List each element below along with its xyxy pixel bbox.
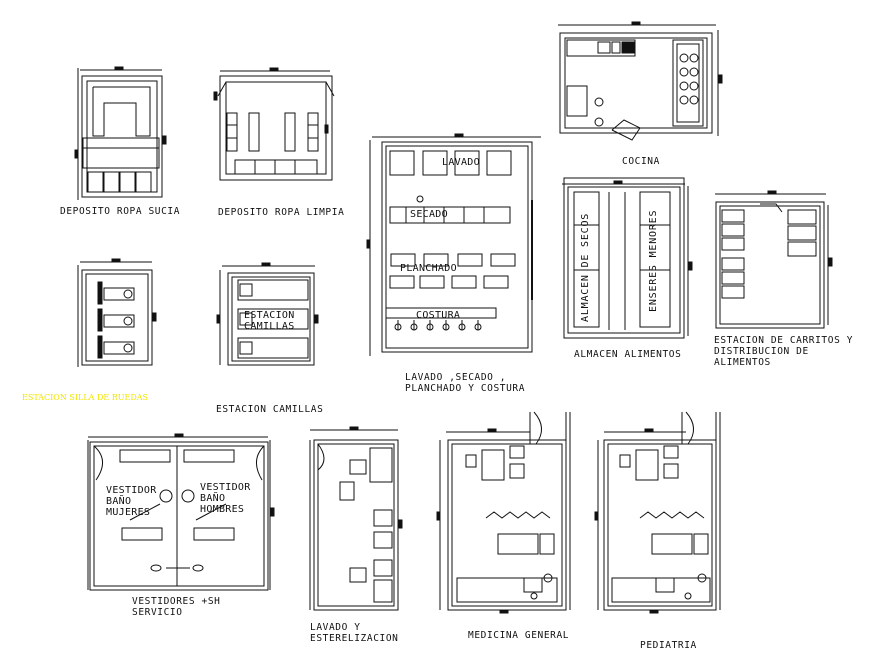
label-estacion-silla-ruedas: ESTACION SILLA DE RUEDAS	[22, 393, 149, 402]
label-estacion-camillas: ESTACION CAMILLAS	[216, 404, 324, 415]
text-estacion-camillas-l1: ESTACION	[244, 310, 295, 321]
text-vestidor-mujeres-l2: BAÑO	[106, 496, 132, 507]
plan-pediatria	[594, 411, 721, 614]
text-estacion-camillas-l2: CAMILLAS	[244, 321, 295, 332]
label-lavado-esterelizacion-line2: ESTERELIZACION	[310, 633, 399, 644]
plan-estacion-carritos	[715, 190, 833, 329]
plan-vestidores	[87, 433, 275, 591]
label-medicina-general: MEDICINA GENERAL	[468, 630, 570, 641]
label-pediatria: PEDIATRIA	[640, 640, 697, 651]
plan-almacen-alimentos	[562, 177, 693, 339]
text-costura: COSTURA	[416, 310, 461, 321]
plan-estacion-camillas	[216, 262, 319, 366]
label-cocina: COCINA	[622, 156, 660, 167]
text-vestidor-mujeres-l1: VESTIDOR	[106, 485, 157, 496]
text-vestidor-hombres-l2: BAÑO	[200, 493, 226, 504]
text-vestidor-mujeres-l3: MUJERES	[106, 507, 151, 518]
plan-medicina-general	[436, 411, 571, 614]
plan-estacion-silla-ruedas	[77, 258, 157, 367]
label-almacen-alimentos: ALMACEN ALIMENTOS	[574, 349, 682, 360]
plan-deposito-ropa-limpia	[213, 67, 335, 181]
text-secado: SECADO	[410, 209, 448, 220]
plan-lavado-secado	[366, 133, 541, 356]
label-deposito-ropa-limpia: DEPOSITO ROPA LIMPIA	[218, 207, 345, 218]
label-lavado-esterelizacion-line1: LAVADO Y	[310, 622, 361, 633]
label-estacion-carritos-line1: ESTACION DE CARRITOS Y	[714, 335, 854, 346]
text-enseres-menores: ENSERES MENORES	[648, 209, 659, 312]
label-deposito-ropa-sucia: DEPOSITO ROPA SUCIA	[60, 206, 181, 217]
plan-deposito-ropa-sucia	[74, 66, 167, 200]
label-vestidores-line1: VESTIDORES +SH	[132, 596, 221, 607]
label-lavado-secado-line1: LAVADO ,SECADO ,	[405, 372, 507, 383]
text-vestidor-hombres-l3: HOMBRES	[200, 504, 245, 515]
text-lavado: LAVADO	[442, 157, 480, 168]
text-almacen-de-secos: ALMACEN DE SECOS	[580, 212, 591, 322]
plan-cocina	[558, 21, 723, 141]
label-estacion-carritos-line3: ALIMENTOS	[714, 357, 771, 368]
label-vestidores-line2: SERVICIO	[132, 607, 183, 618]
text-planchado: PLANCHADO	[400, 263, 457, 274]
text-vestidor-hombres-l1: VESTIDOR	[200, 482, 251, 493]
plan-lavado-esterelizacion	[309, 426, 403, 611]
label-estacion-carritos-line2: DISTRIBUCION DE	[714, 346, 809, 357]
label-lavado-secado-line2: PLANCHADO Y COSTURA	[405, 383, 526, 394]
